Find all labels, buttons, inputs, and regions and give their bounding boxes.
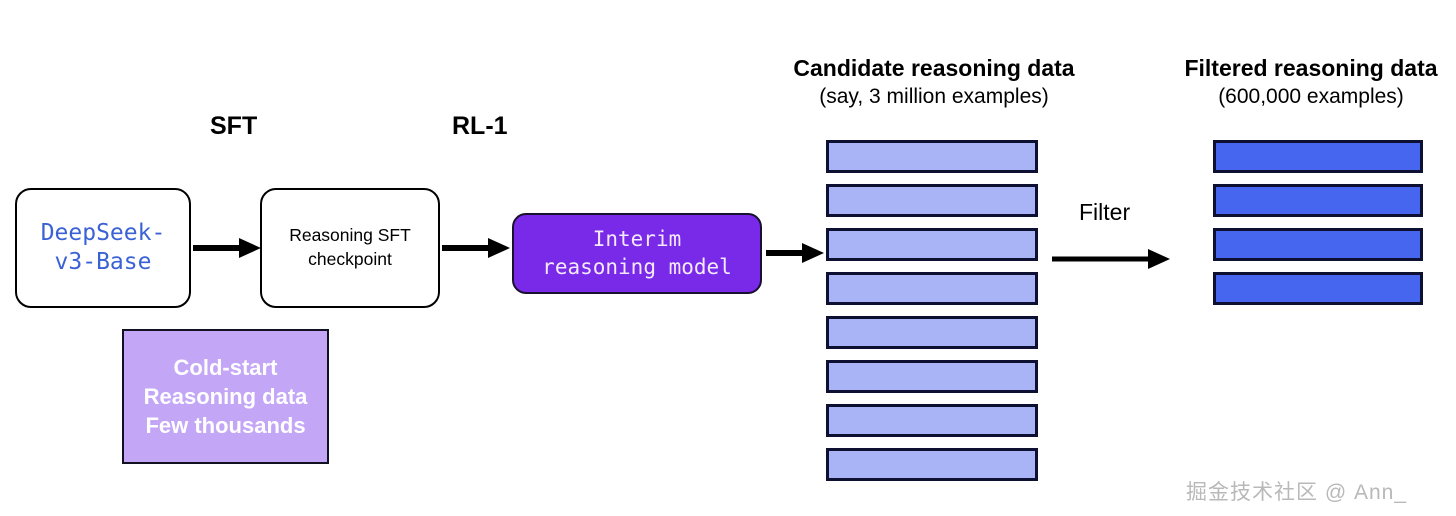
filter-label: Filter <box>1079 199 1131 225</box>
candidate-bar <box>826 272 1038 305</box>
candidate-bar <box>826 228 1038 261</box>
node-reasoning-sft-checkpoint-label: Reasoning SFT checkpoint <box>289 225 411 269</box>
arrow-base-to-sft <box>193 236 261 260</box>
candidate-bar <box>826 316 1038 349</box>
node-cold-start-data-label: Cold-start Reasoning data Few thousands <box>143 354 308 439</box>
candidate-heading-line2: (say, 3 million examples) <box>819 85 1049 108</box>
candidate-bar <box>826 140 1038 173</box>
stage-label-rl1: RL-1 <box>452 112 508 140</box>
node-deepseek-v3-base[interactable]: DeepSeek- v3-Base <box>15 188 191 308</box>
candidate-bar <box>826 404 1038 437</box>
filtered-bar <box>1213 184 1423 217</box>
filtered-bar <box>1213 140 1423 173</box>
filtered-heading-line1: Filtered reasoning data <box>1184 55 1438 81</box>
node-cold-start-data[interactable]: Cold-start Reasoning data Few thousands <box>122 329 329 464</box>
arrow-sft-to-interim <box>442 236 510 260</box>
arrow-interim-to-candidates <box>766 241 824 265</box>
candidate-reasoning-data-heading: Candidate reasoning data (say, 3 million… <box>780 55 1088 109</box>
filtered-bar <box>1213 228 1423 261</box>
node-interim-reasoning-model[interactable]: Interim reasoning model <box>512 213 762 294</box>
watermark: 掘金技术社区 @ Ann_ <box>1186 481 1408 504</box>
node-reasoning-sft-checkpoint[interactable]: Reasoning SFT checkpoint <box>260 188 440 308</box>
node-deepseek-v3-base-label: DeepSeek- v3-Base <box>40 219 166 275</box>
filtered-heading-line2: (600,000 examples) <box>1218 85 1404 108</box>
candidate-heading-line1: Candidate reasoning data <box>793 55 1075 81</box>
candidate-bar <box>826 360 1038 393</box>
stage-label-sft: SFT <box>210 112 258 140</box>
node-interim-reasoning-model-label: Interim reasoning model <box>542 227 732 279</box>
filtered-reasoning-data-heading: Filtered reasoning data (600,000 example… <box>1166 55 1456 109</box>
filtered-bar <box>1213 272 1423 305</box>
candidate-bar <box>826 448 1038 481</box>
arrow-filter <box>1052 247 1170 271</box>
candidate-bar <box>826 184 1038 217</box>
